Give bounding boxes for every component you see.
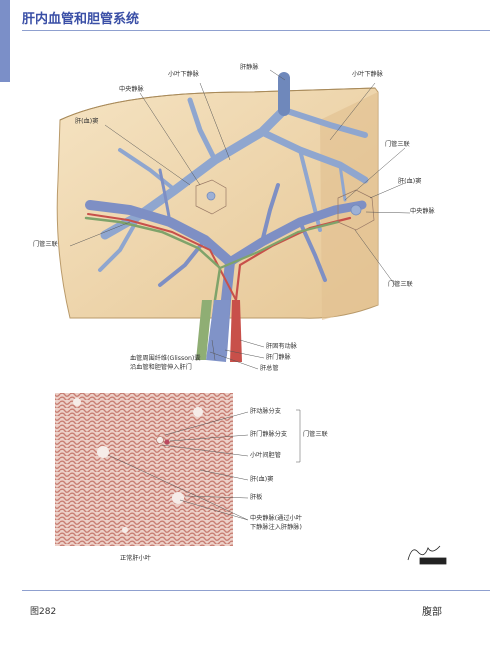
footer-divider	[22, 590, 490, 591]
hilar-trunks	[196, 300, 242, 362]
label-proper-hepatic-artery: 肝固有动脉	[266, 343, 297, 350]
label-sublobular-vein-right: 小叶下静脉	[352, 71, 383, 78]
label-sublobular-vein-left: 小叶下静脉	[168, 71, 199, 78]
label-sinusoid-right: 肝(血)窦	[398, 178, 422, 185]
side-accent-bar	[0, 0, 10, 82]
figure-number: 图282	[30, 607, 57, 617]
micrograph-caption: 正常肝小叶	[120, 555, 151, 562]
label-central-vein-micro-line1: 中央静脉(通过小叶	[250, 515, 302, 522]
leader-lines	[69, 69, 411, 370]
label-portal-triad-bracket: 门管三联	[303, 431, 328, 438]
label-central-vein-micro-line2: 下静脉注入肝静脉)	[250, 524, 302, 531]
label-hepatic-artery-branch: 肝动脉分支	[250, 408, 281, 415]
page-title: 肝内血管和胆管系统	[22, 12, 140, 27]
label-hepatic-vein: 肝静脉	[240, 64, 259, 71]
label-glisson-capsule-line1: 血管周围纤维(Glisson)囊	[130, 355, 201, 362]
label-portal-vein-branch: 肝门静脉分支	[250, 431, 288, 438]
micro-leader-lines	[107, 409, 301, 521]
label-common-bile-duct: 肝总管	[260, 365, 279, 372]
label-central-vein-top: 中央静脉	[119, 86, 144, 93]
label-sinusoid-left: 肝(血)窦	[75, 118, 99, 125]
signature-mark	[407, 545, 447, 565]
label-portal-vein: 肝门静脉	[266, 354, 291, 361]
label-portal-triad-bottom: 门管三联	[388, 281, 413, 288]
label-portal-triad-left: 门管三联	[33, 241, 58, 248]
label-bile-ductule: 小叶间胆管	[250, 452, 281, 459]
lobule-right	[337, 189, 375, 231]
label-portal-triad-right: 门管三联	[385, 141, 410, 148]
label-sinusoid-micro: 肝(血)窦	[250, 476, 274, 483]
header-divider	[22, 30, 490, 31]
section-name: 腹部	[422, 607, 442, 618]
label-glisson-capsule-line2: 沿血管和胆管伸入肝门	[130, 364, 192, 371]
micrograph-panel	[55, 393, 233, 546]
label-central-vein-right: 中央静脉	[410, 208, 435, 215]
label-hepatic-plate: 肝板	[250, 494, 263, 501]
lobule-left	[195, 179, 227, 215]
